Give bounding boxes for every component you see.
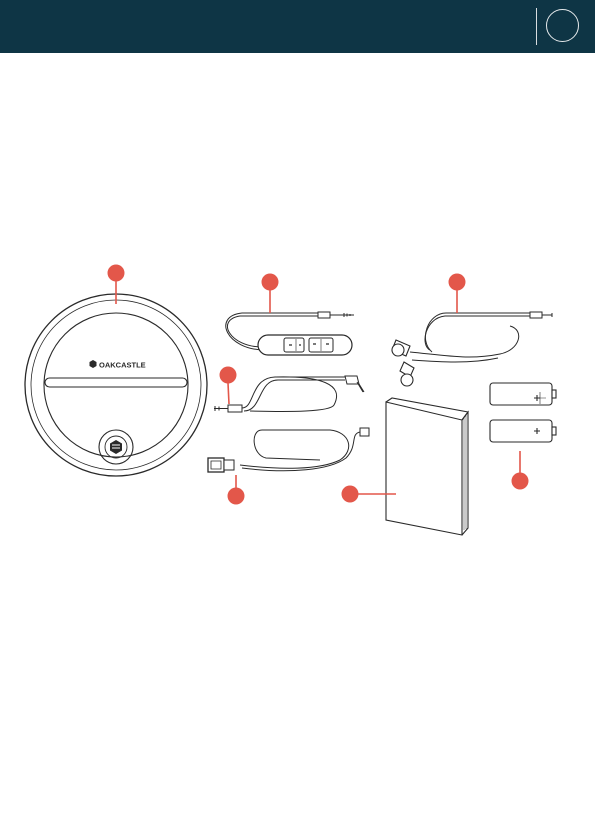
brand-logo-text: OAKCASTLE <box>99 361 146 370</box>
inline-remote-cable <box>226 312 354 355</box>
callout-dot-remote-cable <box>262 274 279 291</box>
callout-dot-power-cable <box>228 488 245 505</box>
user-manual <box>386 398 468 535</box>
callout-dot-aux-cable <box>220 367 237 384</box>
power-cable <box>208 428 369 472</box>
batteries <box>490 383 556 442</box>
speaker-button-icon <box>110 440 122 454</box>
callout-dot-earphones <box>449 274 466 291</box>
callout-dot-batteries <box>512 473 529 490</box>
callout-dot-speaker <box>108 265 125 282</box>
brand-logo: OAKCASTLE <box>90 360 146 370</box>
speaker-unit <box>25 294 207 476</box>
callout-dot-manual <box>342 486 359 503</box>
aux-cable <box>214 376 364 412</box>
earphones <box>392 312 552 386</box>
